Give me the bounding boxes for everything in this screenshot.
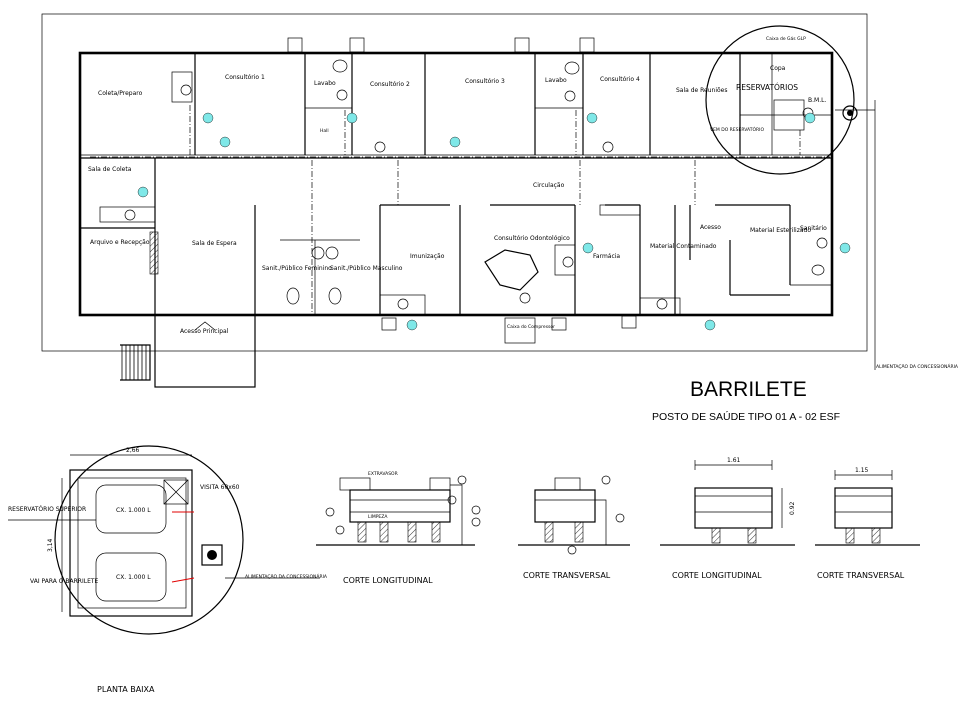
vai-barrilete-label: VAI PARA O BARRILETE xyxy=(30,578,99,585)
room-label: Consultório Odontológico xyxy=(494,235,570,242)
fixture-marker xyxy=(449,136,461,148)
drawing-title: BARRILETE xyxy=(690,378,807,401)
drawing-frame xyxy=(41,13,868,352)
corte-longitudinal-2-label: CORTE LONGITUDINAL xyxy=(672,571,762,580)
room-label: Sala de Coleta xyxy=(88,166,132,173)
building-outline xyxy=(78,51,834,317)
extravasor-label: EXTRAVASOR xyxy=(368,471,398,477)
room-label: Sanit./Público Feminino xyxy=(262,265,332,272)
room-label: Consultório 4 xyxy=(600,76,640,83)
fixture-marker xyxy=(202,112,214,124)
planta-baixa-circle xyxy=(54,445,244,635)
tank-1 xyxy=(95,484,167,534)
floor-plan: Coleta/Preparo Consultório 1 Lavabo Cons… xyxy=(78,25,959,388)
room-label: Sanit./Público Masculino xyxy=(330,265,403,272)
corte-longitudinal-2: 1.61 0.92 CORTE LONGITUDINAL xyxy=(660,457,796,580)
dim-115: 1.15 xyxy=(855,467,869,474)
dim-161: 1.61 xyxy=(727,457,741,464)
room-label: Sala de Espera xyxy=(192,240,237,247)
reservatorio-superior-label: RESERVATÓRIO SUPERIOR xyxy=(8,506,86,513)
dim-266: 2,66 xyxy=(126,447,140,454)
fixture-marker xyxy=(219,136,231,148)
corte-transversal-1: CORTE TRANSVERSAL xyxy=(518,475,630,580)
room-label: Acesso Principal xyxy=(180,328,229,335)
limpeza-label: LIMPEZA xyxy=(368,514,388,520)
corte-longitudinal-1: EXTRAVASOR LIMPEZA CORTE LONGITUDINAL xyxy=(316,471,481,585)
vem-reservatorio-label: VEM DO RESERVATÓRIO xyxy=(710,126,764,133)
planta-baixa-view: 2,66 3,14 CX. 1.000 L CX. 1.000 L VISITA… xyxy=(8,445,328,694)
room-label: Consultório 3 xyxy=(465,78,505,85)
visita-hatch xyxy=(163,479,189,505)
dim-314: 3,14 xyxy=(47,538,54,552)
room-label: Sala de Reuniões xyxy=(676,87,728,94)
fixture-marker xyxy=(406,319,418,331)
dental-chair xyxy=(484,249,539,291)
corte-longitudinal-1-label: CORTE LONGITUDINAL xyxy=(343,576,433,585)
fixture-marker xyxy=(582,242,594,254)
visita-label: VISITA 60x60 xyxy=(200,484,240,491)
tank-2-label: CX. 1.000 L xyxy=(116,574,151,581)
room-label: Caixa do Compressor xyxy=(507,324,555,330)
room-label: Arquivo e Recepção xyxy=(90,239,150,246)
room-label: Material Esterilizado xyxy=(750,227,811,234)
meter-icon xyxy=(842,105,858,121)
planta-baixa-label: PLANTA BAIXA xyxy=(97,685,155,694)
corte-transversal-1-label: CORTE TRANSVERSAL xyxy=(523,571,611,580)
fixture-marker xyxy=(839,242,851,254)
fixture-marker xyxy=(137,186,149,198)
dim-092: 0.92 xyxy=(789,501,796,515)
room-label: Farmácia xyxy=(593,253,620,260)
room-label: Lavabo xyxy=(314,80,336,87)
entrance-porch xyxy=(154,314,256,388)
room-label: Consultório 1 xyxy=(225,74,265,81)
room-label: Lavabo xyxy=(545,77,567,84)
fixture-marker xyxy=(804,112,816,124)
alimentacao-label-2: ALIMENTAÇÃO DA CONCESSIONÁRIA xyxy=(245,573,328,580)
room-label: B.M.L. xyxy=(808,97,826,104)
room-label: Consultório 2 xyxy=(370,81,410,88)
room-label: Hall xyxy=(320,128,329,134)
alimentacao-label: ALIMENTAÇÃO DA CONCESSIONÁRIA xyxy=(876,363,959,370)
room-label: Acesso xyxy=(700,224,721,231)
room-label: Imunização xyxy=(410,253,445,260)
tank-2 xyxy=(95,552,167,602)
fixture-marker xyxy=(346,112,358,124)
room-label: Caixa de Gás GLP xyxy=(766,35,806,42)
fixture-marker xyxy=(704,319,716,331)
tank-1-label: CX. 1.000 L xyxy=(116,507,151,514)
corte-transversal-2: 1.15 CORTE TRANSVERSAL xyxy=(815,467,920,580)
corte-transversal-2-label: CORTE TRANSVERSAL xyxy=(817,571,905,580)
room-label: Circulação xyxy=(533,182,565,189)
room-label: Coleta/Preparo xyxy=(98,90,143,97)
room-label: Sanitário xyxy=(800,225,827,232)
room-label: Copa xyxy=(770,65,786,72)
drawing-subtitle: POSTO DE SAÚDE TIPO 01 A - 02 ESF xyxy=(652,410,840,423)
fixture-marker xyxy=(586,112,598,124)
reservatorios-label: RESERVATÓRIOS xyxy=(736,83,798,92)
reservoir-callout xyxy=(705,25,855,175)
room-label: Material Contaminado xyxy=(650,243,717,250)
